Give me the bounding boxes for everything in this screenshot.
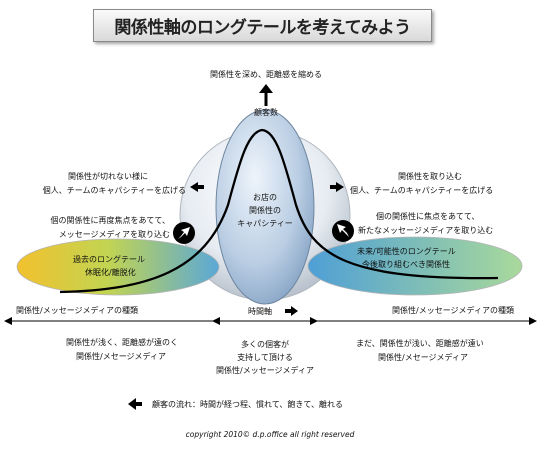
bottom-center-line2: 支持して頂ける	[237, 353, 293, 362]
right-expand-line1: 関係性を取り込む	[398, 172, 462, 181]
right-expand-line2: 個人、チームのキャパシティーを広げる	[350, 186, 494, 195]
right-arrow-shaft	[330, 185, 336, 189]
bottom-center-line1: 多くの個客が	[241, 340, 289, 349]
page-title-text: 関係性軸のロングテールを考えてみよう	[114, 18, 411, 38]
copyright: copyright 2010© d.p.office all right res…	[185, 430, 355, 439]
left-expand-line2: 個人、チームのキャパシティーを広げる	[42, 186, 186, 195]
right-refocus-line2: 新たなメッセージメディアを取り込む	[358, 226, 494, 235]
top-axis-label: 関係性を深め、距離感を縮める	[210, 70, 322, 79]
center-label-1: お店の	[253, 193, 277, 202]
y-axis-label: 顧客数	[254, 108, 278, 117]
left-tail-line1: 過去のロングテール	[73, 255, 145, 264]
center-label-3: キャパシティー	[237, 219, 293, 228]
bottom-right-line2: 関係性/メセージメディア	[378, 353, 468, 362]
long-tail-curve	[59, 128, 499, 294]
customer-flow-text: 顧客の流れ：時間が経つ程、慣れて、飽きて、離れる	[152, 400, 343, 409]
up-arrow-head	[259, 84, 273, 93]
left-refocus-line1: 個の関係性に再度焦点をあてて、	[50, 216, 170, 225]
left-refocus-line2: メッセージメディアを取り込む	[58, 230, 170, 239]
center-left-axis-arrow	[212, 317, 220, 325]
bottom-center-line3: 関係性/メッセージメディア	[216, 366, 314, 375]
axis-center-label: 時間軸	[248, 307, 272, 316]
axis-left-label: 関係性/メッセージメディアの種類	[16, 306, 138, 315]
left-arrow-shaft	[198, 185, 204, 189]
left-expand-line1: 関係性が切れない様に	[68, 172, 148, 181]
right-tail-line2: 今後取り組むべき関係性	[362, 260, 450, 269]
time-axis-arrow-icon	[291, 306, 298, 316]
right-arrow-icon	[336, 182, 344, 192]
left-tail-ellipse	[16, 238, 220, 296]
right-refocus-line1: 個の関係性に焦点をあてて、	[376, 212, 480, 221]
center-right-axis-arrow	[310, 317, 318, 325]
customer-flow-arrow-icon	[128, 398, 136, 410]
bottom-left-line1: 関係性が浅く、距離感が遠のく	[66, 338, 178, 347]
right-tail-line1: 未来/可能性のロングテール	[357, 247, 456, 256]
bottom-right-line1: まだ、関係性が浅い、距離感が遠い	[356, 339, 484, 348]
left-arrow-icon	[190, 182, 198, 192]
axis-right-label: 関係性/メッセージメディアの種類	[392, 306, 514, 315]
center-label-2: 関係性の	[249, 206, 281, 215]
bottom-left-line2: 関係性/メセージメディア	[76, 352, 166, 361]
left-tail-line2: 休眠化/離脱化	[85, 268, 136, 277]
right-tail-ellipse	[307, 236, 523, 296]
page-title: 関係性軸のロングテールを考えてみよう	[93, 9, 432, 42]
